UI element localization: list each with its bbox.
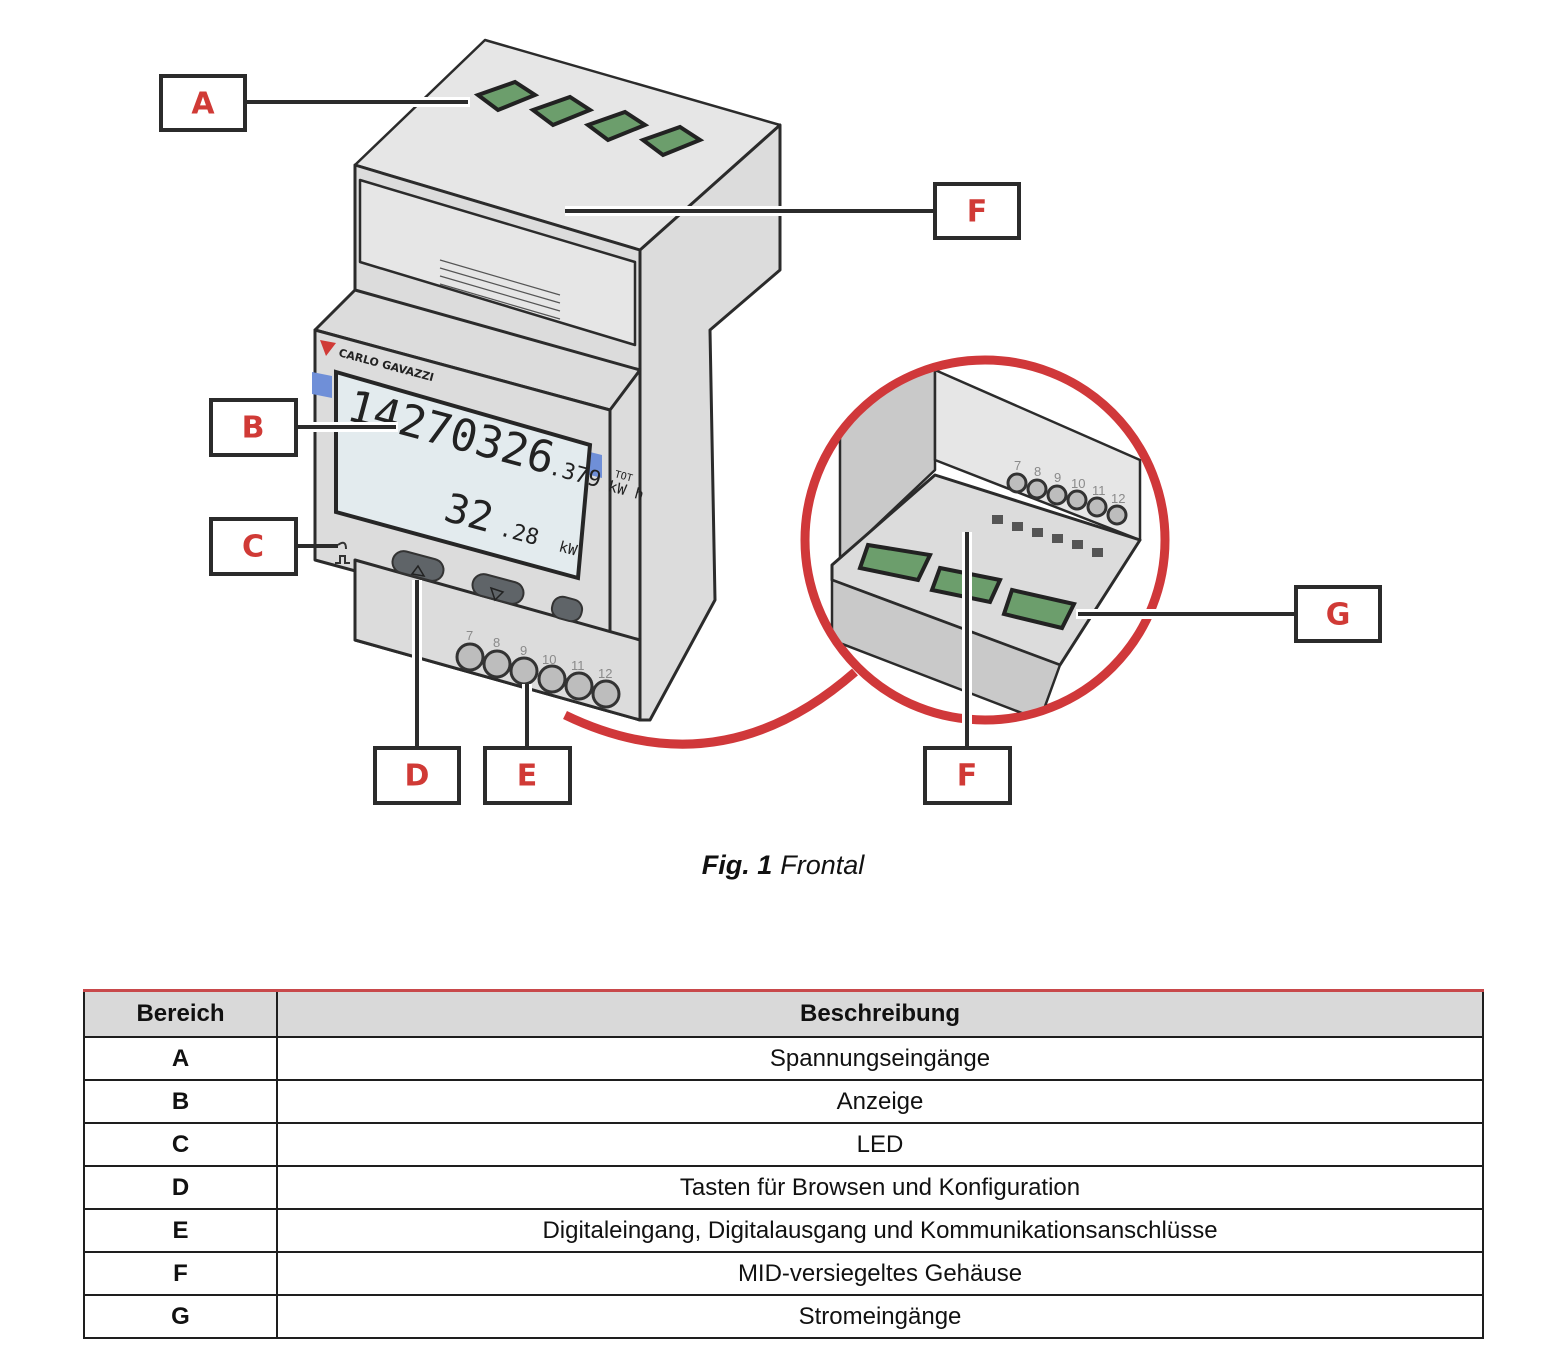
terminal-number: 8 bbox=[493, 635, 500, 650]
zoom-screw-row bbox=[1006, 472, 1128, 526]
lcd-tot-flag: TOT bbox=[613, 469, 633, 484]
terminal-number: 11 bbox=[571, 658, 585, 673]
callout-g: G bbox=[1076, 585, 1382, 643]
area-description: Tasten für Browsen und Konfiguration bbox=[276, 1165, 1484, 1210]
terminal-number: 8 bbox=[1034, 464, 1041, 479]
table-row: B Anzeige bbox=[83, 1079, 1484, 1124]
lcd-secondary-unit: kW bbox=[557, 537, 580, 559]
area-key: C bbox=[83, 1122, 278, 1167]
callout-f-top: F bbox=[565, 182, 1021, 240]
area-description: MID-versiegeltes Gehäuse bbox=[276, 1251, 1484, 1296]
area-description: Stromeingänge bbox=[276, 1294, 1484, 1339]
area-key: G bbox=[83, 1294, 278, 1339]
callout-label: F bbox=[967, 195, 988, 230]
table-row: F MID-versiegeltes Gehäuse bbox=[83, 1251, 1484, 1296]
callout-c: C bbox=[209, 517, 338, 576]
terminal-number: 11 bbox=[1092, 483, 1106, 498]
sealed-cover bbox=[358, 178, 637, 347]
area-key: A bbox=[83, 1036, 278, 1081]
area-key: E bbox=[83, 1208, 278, 1253]
callout-label: D bbox=[405, 759, 430, 794]
terminal-number: 12 bbox=[598, 666, 612, 681]
callout-label: G bbox=[1326, 598, 1351, 633]
figure-title: Frontal bbox=[780, 850, 865, 880]
current-terminal bbox=[857, 542, 933, 583]
area-description-table: Bereich Beschreibung A Spannungseingänge… bbox=[83, 989, 1484, 1339]
callout-f-bottom: F bbox=[923, 532, 1012, 805]
area-key: B bbox=[83, 1079, 278, 1124]
area-description: Anzeige bbox=[276, 1079, 1484, 1124]
terminal-number: 10 bbox=[542, 652, 556, 667]
comm-screw-row bbox=[455, 642, 621, 709]
table-row: E Digitaleingang, Digitalausgang und Kom… bbox=[83, 1208, 1484, 1253]
comm-terminal-numbers: 7 8 9 10 11 12 bbox=[466, 628, 612, 681]
callout-label: B bbox=[242, 411, 265, 446]
table-row: A Spannungseingänge bbox=[83, 1036, 1484, 1081]
zoom-connector bbox=[563, 668, 858, 749]
zoom-terminal-numbers: 7 8 9 10 11 12 bbox=[1014, 458, 1125, 506]
terminal-number: 10 bbox=[1071, 476, 1085, 491]
meter-body: CARLO GAVAZZI 14270326 .379 TOT kW h 32 … bbox=[312, 38, 782, 722]
led-indicator bbox=[335, 541, 350, 564]
area-description: LED bbox=[276, 1122, 1484, 1167]
terminal-number: 7 bbox=[466, 628, 473, 643]
area-description: Spannungseingänge bbox=[276, 1036, 1484, 1081]
column-header-description: Beschreibung bbox=[276, 990, 1484, 1038]
energy-meter-figure: 7 8 9 10 11 12 bbox=[159, 38, 1382, 805]
table-row: C LED bbox=[83, 1122, 1484, 1167]
enter-button[interactable] bbox=[550, 594, 585, 623]
area-key: D bbox=[83, 1165, 278, 1210]
callout-e: E bbox=[483, 684, 572, 805]
zoom-detail: 7 8 9 10 11 12 bbox=[563, 355, 1170, 749]
voltage-terminals bbox=[473, 79, 705, 158]
side-face bbox=[638, 123, 782, 722]
table-header-row: Bereich Beschreibung bbox=[83, 990, 1484, 1038]
up-arrow-icon bbox=[410, 564, 426, 578]
terminal-number: 9 bbox=[520, 643, 527, 658]
cover-vent bbox=[439, 259, 561, 320]
zoom-small-ports bbox=[992, 515, 1103, 557]
callout-a: A bbox=[159, 74, 470, 132]
callout-label: E bbox=[517, 759, 538, 794]
terminal-number: 7 bbox=[1014, 458, 1021, 473]
callout-d: D bbox=[373, 580, 461, 805]
callout-b: B bbox=[209, 398, 398, 457]
column-header-area: Bereich bbox=[83, 990, 278, 1038]
callout-label: A bbox=[191, 87, 215, 122]
table-row: D Tasten für Browsen und Konfiguration bbox=[83, 1165, 1484, 1210]
terminal-number: 9 bbox=[1054, 470, 1061, 485]
table-row: G Stromeingänge bbox=[83, 1294, 1484, 1339]
callout-label: C bbox=[242, 530, 264, 565]
figure-number: Fig. 1 bbox=[701, 850, 773, 880]
accent-stripe-left bbox=[312, 372, 332, 398]
lcd-display bbox=[334, 369, 593, 581]
area-description: Digitaleingang, Digitalausgang und Kommu… bbox=[276, 1208, 1484, 1253]
callout-label: F bbox=[957, 759, 978, 794]
down-arrow-icon bbox=[489, 586, 505, 602]
current-terminal bbox=[1001, 587, 1077, 631]
terminal-number: 12 bbox=[1111, 491, 1125, 506]
brand-logo-icon bbox=[320, 340, 336, 356]
area-key: F bbox=[83, 1251, 278, 1296]
nav-buttons bbox=[391, 550, 585, 623]
